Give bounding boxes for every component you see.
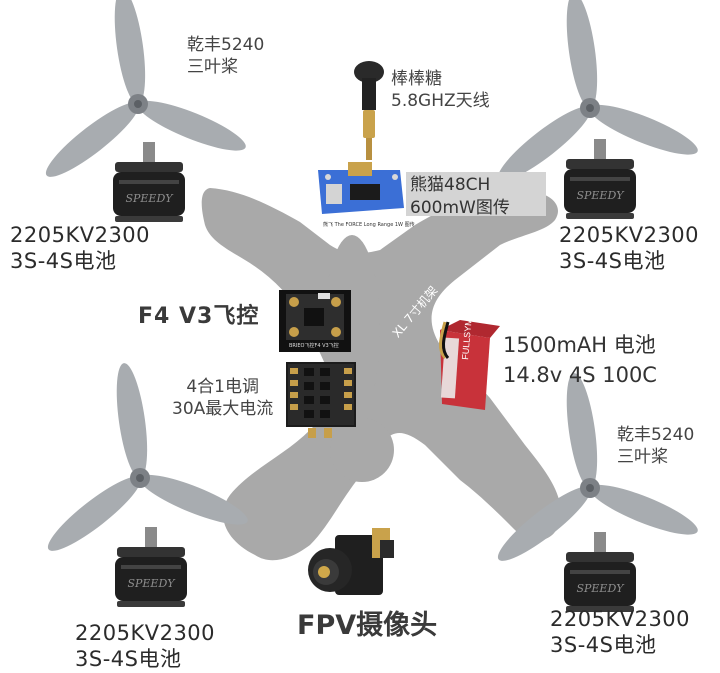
prop-top-left-label: 乾丰5240 三叶桨 [187, 34, 264, 78]
esc-label: 4合1电调 30A最大电流 [172, 376, 273, 420]
prop-type-text: 三叶桨 [617, 446, 694, 468]
esc-spec-text: 30A最大电流 [172, 398, 273, 420]
esc-board-icon [286, 362, 356, 438]
prop-model-text: 乾丰5240 [187, 34, 264, 56]
motor-icon [113, 142, 185, 222]
esc-name-text: 4合1电调 [172, 376, 273, 398]
prop-model-text: 乾丰5240 [617, 424, 694, 446]
motor-bottom-left-label: 2205KV2300 3S-4S电池 [75, 620, 215, 673]
prop-right-label: 乾丰5240 三叶桨 [617, 424, 694, 468]
vtx-label: 熊猫48CH 600mW图传 [406, 172, 546, 216]
antenna-spec-text: 5.8GHZ天线 [391, 90, 490, 112]
vtx-caption: 熊飞 The FORCE Long Range 1W 图传 [323, 221, 415, 228]
battery-capacity-text: 1500mAH 电池 [503, 330, 657, 360]
antenna-name-text: 棒棒糖 [391, 68, 490, 90]
motor-spec-text: 2205KV2300 [75, 620, 215, 646]
motor-battery-text: 3S-4S电池 [550, 632, 690, 658]
motor-battery-text: 3S-4S电池 [10, 248, 150, 274]
vtx-board-icon [318, 162, 404, 214]
motor-top-right-label: 2205KV2300 3S-4S电池 [559, 222, 699, 275]
camera-icon [308, 528, 394, 595]
motor-battery-text: 3S-4S电池 [75, 646, 215, 672]
motor-icon [115, 527, 187, 607]
battery-spec-text: 14.8v 4S 100C [503, 360, 657, 390]
fc-caption: BRIEO飞控F4 V3飞控 [289, 342, 339, 349]
motor-bottom-right-label: 2205KV2300 3S-4S电池 [550, 606, 690, 659]
battery-icon: FULLSYMBOL [440, 300, 500, 410]
flight-controller-label: F4 V3飞控 [138, 304, 259, 330]
camera-label: FPV摄像头 [297, 610, 437, 642]
motor-spec-text: 2205KV2300 [10, 222, 150, 248]
antenna-label: 棒棒糖 5.8GHZ天线 [391, 68, 490, 112]
motor-battery-text: 3S-4S电池 [559, 248, 699, 274]
vtx-name-text: 熊猫48CH [410, 174, 542, 197]
antenna-icon [354, 61, 384, 160]
motor-spec-text: 2205KV2300 [550, 606, 690, 632]
battery-label: 1500mAH 电池 14.8v 4S 100C [503, 330, 657, 391]
vtx-spec-text: 600mW图传 [410, 197, 542, 220]
motor-spec-text: 2205KV2300 [559, 222, 699, 248]
prop-type-text: 三叶桨 [187, 56, 264, 78]
motor-icon [564, 532, 636, 612]
motor-icon [564, 139, 636, 219]
motor-top-left-label: 2205KV2300 3S-4S电池 [10, 222, 150, 275]
